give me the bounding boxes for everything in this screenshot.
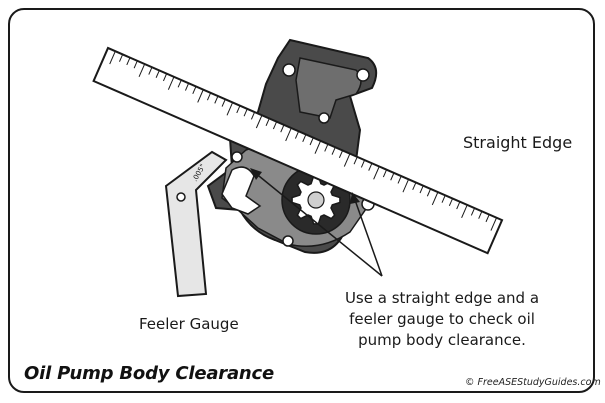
ruler-tick (448, 198, 454, 207)
ruler-tick (294, 131, 300, 139)
ruler-tick (155, 70, 160, 78)
feeler-gauge-label: Feeler Gauge (139, 315, 239, 333)
ruler-tick (272, 121, 278, 130)
ruler-tick (461, 204, 468, 218)
arrow-to-gap (253, 171, 383, 277)
arrow-to-gear (354, 199, 383, 277)
ruler-tick (265, 118, 270, 126)
ruler-tick (390, 172, 395, 181)
ruler-tick (360, 159, 366, 168)
ruler-tick (148, 67, 153, 75)
ruler-tick (431, 191, 439, 206)
ruler-tick (285, 127, 292, 142)
bolt-hole (318, 112, 330, 124)
ruler-tick (331, 147, 336, 155)
ruler-tick (456, 201, 461, 210)
ruler-tick (255, 115, 263, 129)
ruler-tick (250, 111, 256, 120)
ruler-tick (353, 156, 358, 165)
ruler-tick (206, 92, 212, 101)
ruler-tick (197, 89, 204, 103)
caption-line: feeler gauge to check oil (349, 310, 535, 328)
caption: Use a straight edge and a feeler gauge t… (342, 288, 542, 351)
ruler-tick (302, 134, 307, 143)
ruler-tick (126, 57, 131, 66)
arrowhead (350, 192, 360, 204)
ruler-tick (490, 217, 497, 231)
ruler-tick (485, 214, 490, 223)
ruler-tick (177, 79, 182, 88)
ruler-tick (162, 73, 168, 82)
figure-title: Oil Pump Body Clearance (24, 363, 275, 384)
ruler-tick (167, 76, 175, 90)
caption-line: pump body clearance. (358, 331, 526, 349)
bolt-hole (282, 235, 294, 247)
ruler-tick (343, 153, 351, 167)
ruler-tick (426, 188, 432, 197)
bolt-hole (231, 151, 243, 163)
ruler-tick (309, 137, 314, 146)
ruler-tick (314, 140, 322, 154)
ruler-tick (412, 182, 417, 191)
bolt-hole (356, 68, 370, 82)
ruler-tick (192, 86, 197, 94)
ruler-tick (119, 54, 124, 62)
pointer-arrows (250, 168, 383, 277)
ruler-tick (470, 207, 476, 216)
straight-edge-body (92, 46, 504, 255)
ruler-tick (226, 102, 234, 116)
ruler-tick (419, 185, 424, 194)
ruler-tick (324, 143, 329, 152)
ruler-tick (478, 211, 483, 219)
ruler-tick (368, 163, 373, 171)
credit-text: © FreeASEStudyGuides.com (465, 377, 601, 388)
ruler-tick (109, 51, 116, 65)
caption-line: Use a straight edge and a (344, 289, 540, 307)
ruler-tick (441, 195, 446, 203)
ruler-tick (373, 166, 380, 180)
bolt-hole (282, 63, 296, 77)
feeler-gauge-blade (164, 150, 228, 298)
ruler-tick (221, 99, 226, 107)
arrowhead (250, 168, 262, 180)
ruler-tick (402, 179, 410, 193)
ruler-ticks (109, 51, 497, 231)
gear-hub (307, 191, 325, 209)
ruler-tick (382, 169, 388, 178)
ruler-tick (184, 83, 190, 91)
feeler-gauge-hole (176, 192, 186, 202)
straight-edge-ruler (92, 46, 504, 255)
ruler-tick (214, 95, 219, 104)
feeler-gauge: .005" (164, 150, 228, 298)
ruler-tick (236, 105, 241, 114)
ruler-tick (397, 175, 402, 184)
ruler-tick (243, 108, 248, 117)
ruler-tick (133, 60, 138, 69)
ruler-tick (280, 124, 285, 133)
ruler-tick (138, 63, 146, 78)
straight-edge-label: Straight Edge (463, 133, 573, 152)
ruler-tick (338, 150, 344, 159)
